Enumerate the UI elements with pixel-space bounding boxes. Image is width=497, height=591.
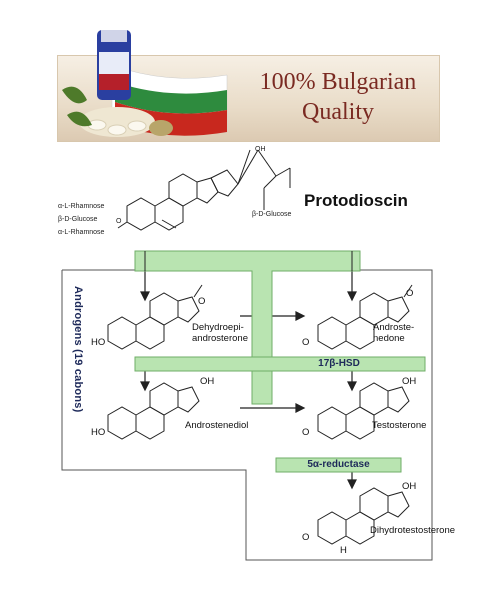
atom-label: O bbox=[302, 337, 310, 348]
testosterone-skeleton bbox=[317, 382, 410, 440]
compound-label: Testosterone bbox=[372, 420, 427, 431]
androstenedione-skeleton bbox=[317, 284, 413, 350]
sugar-label: α-L-Rhamnose bbox=[58, 203, 105, 210]
herb-leaves bbox=[62, 86, 92, 127]
atom-label: OH bbox=[402, 376, 417, 387]
atom-label: O bbox=[302, 532, 310, 543]
banner-graphic bbox=[62, 30, 228, 137]
compound-label: Androstenediol bbox=[185, 420, 249, 431]
sugar-label: α-L-Rhamnose bbox=[58, 229, 105, 236]
atom-label: OH bbox=[402, 481, 417, 492]
o-label: O bbox=[116, 218, 122, 225]
enzyme-connector bbox=[134, 250, 361, 405]
atom-label: OH bbox=[200, 376, 215, 387]
protodioscin-title: Protodioscin bbox=[304, 191, 408, 210]
sugar-label: β-D-Glucose bbox=[58, 216, 98, 223]
banner-subline: Quality bbox=[302, 99, 374, 125]
dhea-skeleton bbox=[107, 284, 203, 350]
androgens-label: Androgens (19 cabons) bbox=[72, 286, 84, 413]
side-sugar-label: β-D-Glucose bbox=[252, 211, 292, 218]
hsd-bar bbox=[134, 356, 426, 372]
oh-label: OH bbox=[255, 146, 266, 153]
reductase-label: 5α-reductase bbox=[307, 459, 370, 470]
banner-headline: 100% Bulgarian bbox=[259, 69, 417, 95]
dht-skeleton bbox=[317, 487, 410, 545]
atom-label: HO bbox=[91, 337, 106, 348]
compound-label: Dehydroepi- bbox=[192, 322, 244, 333]
androstenediol-skeleton bbox=[107, 382, 200, 440]
compound-label: nedone bbox=[373, 333, 405, 344]
atom-label: O bbox=[406, 288, 414, 299]
atom-label: O bbox=[198, 296, 206, 307]
reductase-bar bbox=[275, 457, 402, 473]
atom-label: H bbox=[340, 545, 347, 556]
compound-label: Androste- bbox=[373, 322, 415, 333]
hsd-label: 17β-HSD bbox=[318, 358, 360, 369]
compound-label: androsterone bbox=[192, 333, 248, 344]
compound-label: Dihydrotestosterone bbox=[370, 525, 456, 536]
atom-label: O bbox=[302, 427, 310, 438]
atom-label: HO bbox=[91, 427, 106, 438]
